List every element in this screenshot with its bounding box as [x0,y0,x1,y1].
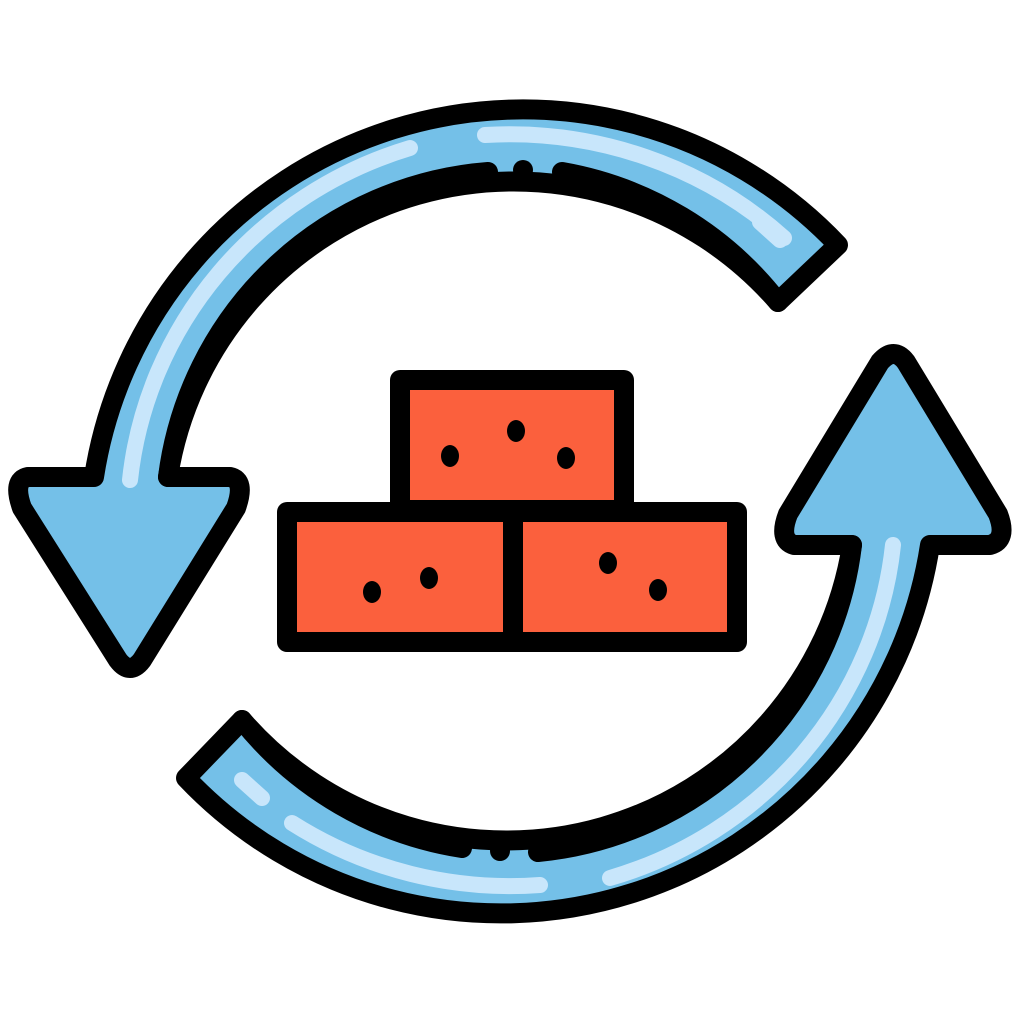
lower-inner-outline [232,535,862,862]
brick-top [390,370,634,520]
upper-inner-outline [158,160,788,487]
brick-bottom-left [277,502,523,652]
upper-left-arrow-icon [8,99,848,678]
brick-bottom-right [503,502,747,652]
brick-stack-icon [277,370,747,652]
lower-right-arrow-icon [176,344,1012,924]
brick-holes [363,420,667,603]
